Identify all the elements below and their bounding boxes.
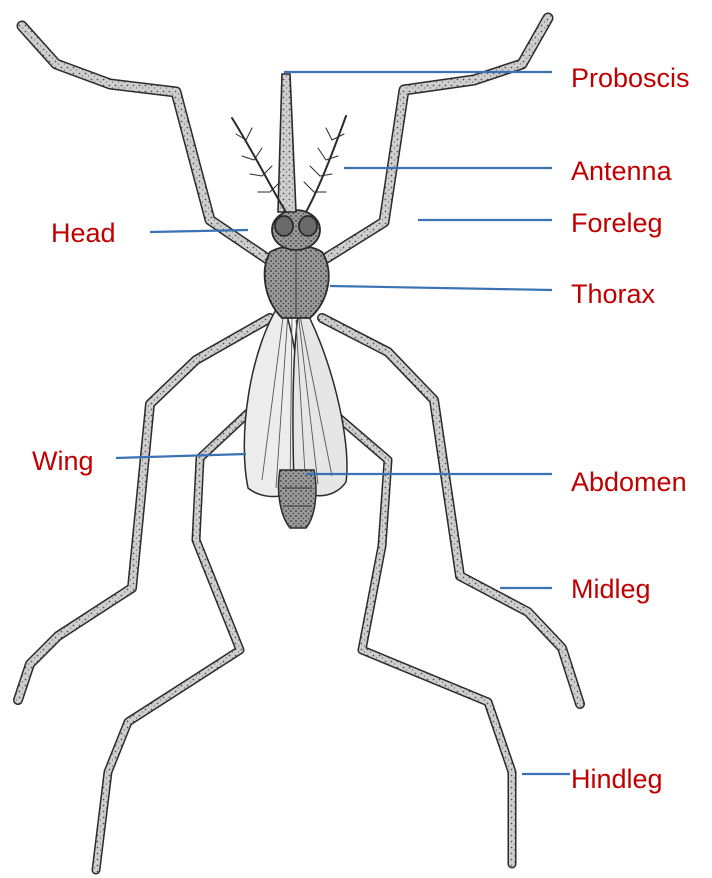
head-shape: [272, 210, 320, 250]
label-midleg: Midleg: [571, 574, 651, 604]
abdomen-shape: [278, 470, 315, 528]
label-head: Head: [51, 218, 116, 248]
label-thorax: Thorax: [571, 279, 655, 309]
label-antenna: Antenna: [571, 156, 672, 186]
label-hindleg: Hindleg: [571, 764, 663, 794]
label-proboscis: Proboscis: [571, 63, 690, 93]
leader-wing: [116, 454, 246, 458]
midleg-left: [18, 318, 270, 700]
proboscis-shape: [278, 74, 296, 212]
label-wing: Wing: [32, 446, 94, 476]
hindleg-left: [96, 400, 262, 870]
foreleg-right: [320, 18, 548, 262]
label-abdomen: Abdomen: [571, 467, 687, 497]
thorax-shape: [265, 246, 329, 318]
leader-thorax: [330, 286, 552, 290]
label-foreleg: Foreleg: [571, 208, 663, 238]
